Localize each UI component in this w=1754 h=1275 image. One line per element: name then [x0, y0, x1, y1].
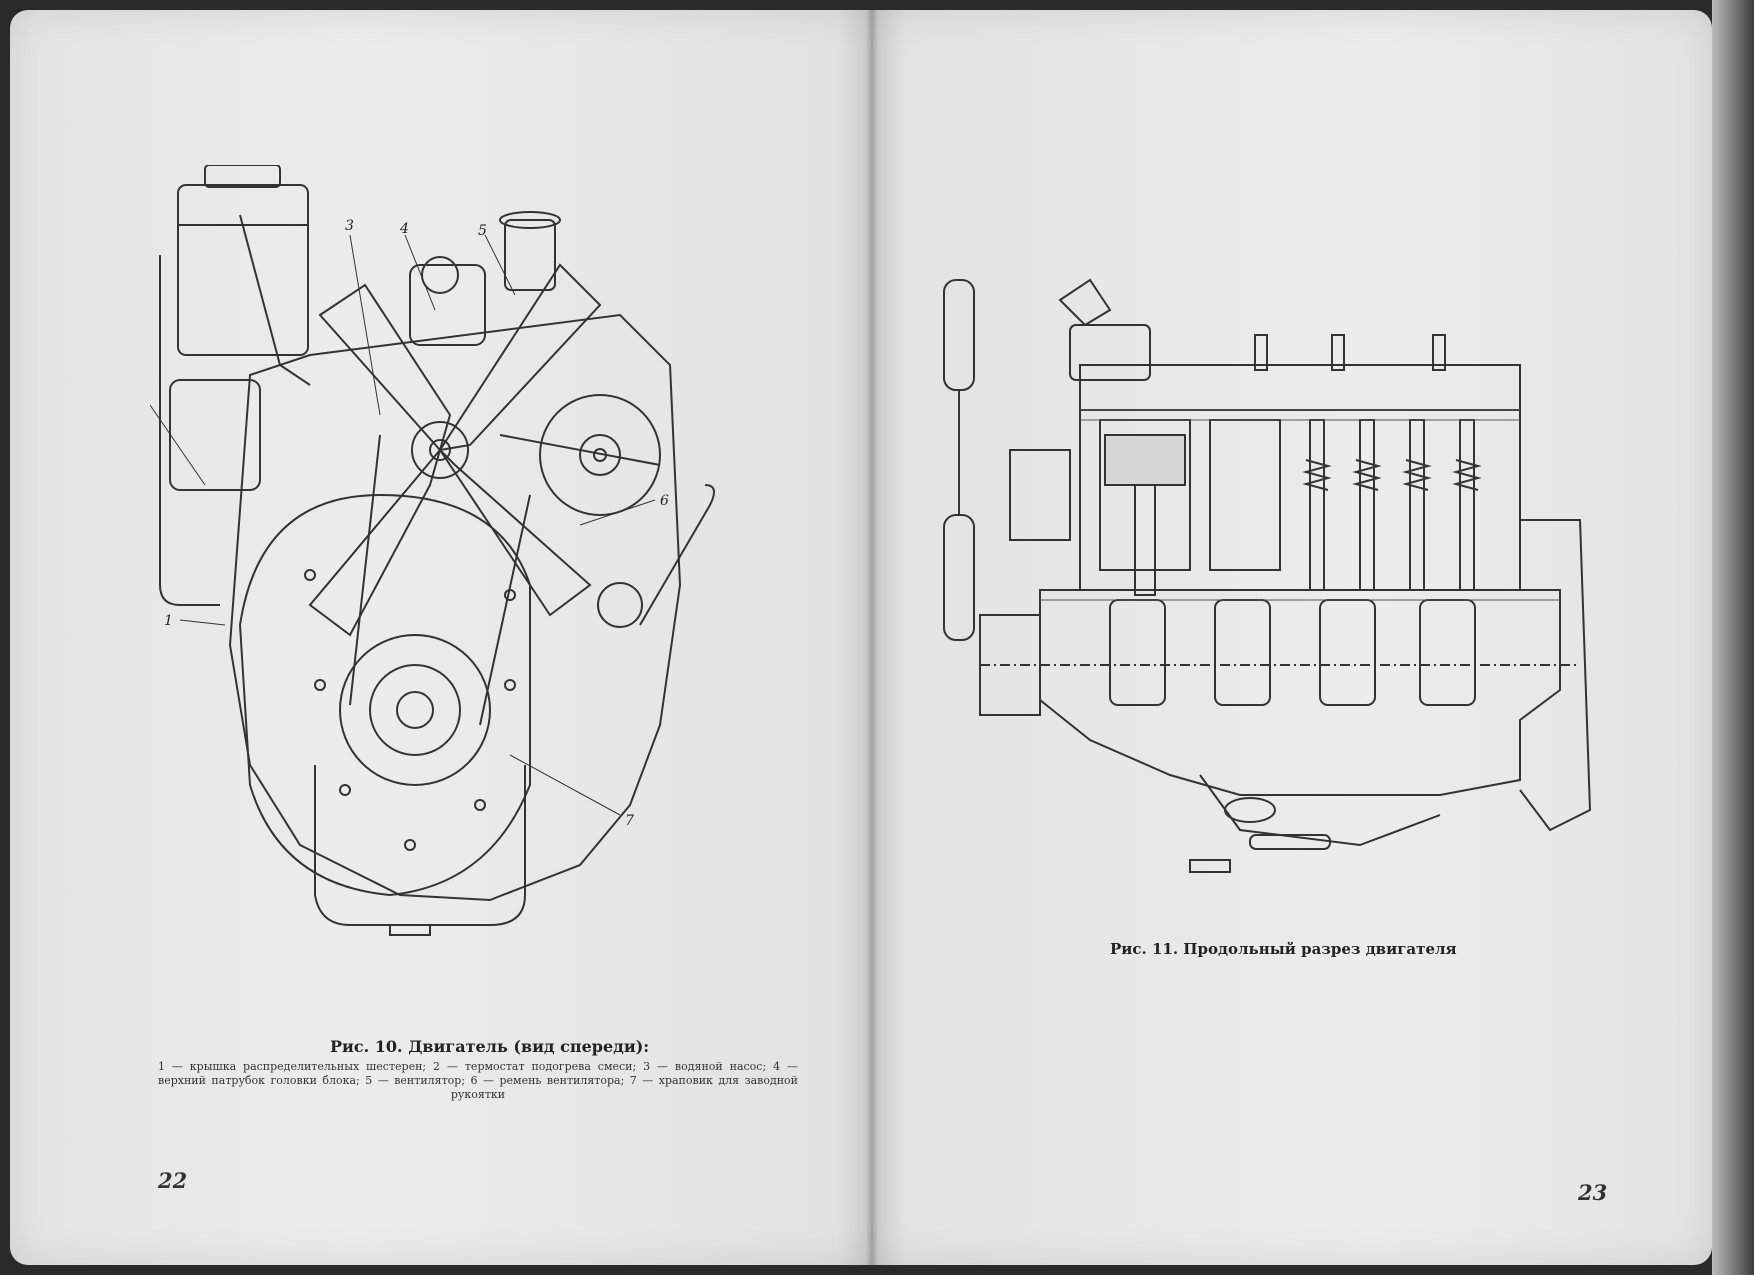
callout-1: 1: [164, 613, 173, 629]
callout-5: 5: [478, 223, 487, 239]
engine-longitudinal-section-figure: [940, 270, 1620, 930]
engine-front-view-figure: 1 2 3 4 5 6 7: [150, 165, 830, 1035]
left-page: [10, 10, 872, 1265]
figure-10-legend: 1 — крышка распределительных шестерен; 2…: [158, 1060, 798, 1101]
callout-4: 4: [399, 221, 409, 237]
callout-7: 7: [625, 813, 634, 829]
callout-3: 3: [345, 218, 354, 234]
book-gutter: [866, 10, 878, 1265]
right-page: [872, 10, 1712, 1265]
engine-front-view-drawing: 1 2 3 4 5 6 7: [150, 165, 715, 936]
page-number-right: 23: [1578, 1180, 1608, 1205]
page-edges: [1712, 0, 1754, 1275]
figure-11-title: Рис. 11. Продольный разрез двигателя: [1110, 940, 1457, 958]
page-number-left: 22: [158, 1168, 188, 1193]
figure-10-title: Рис. 10. Двигатель (вид спереди):: [330, 1037, 650, 1056]
engine-section-drawing: [943, 278, 1592, 873]
callout-6: 6: [660, 493, 669, 509]
